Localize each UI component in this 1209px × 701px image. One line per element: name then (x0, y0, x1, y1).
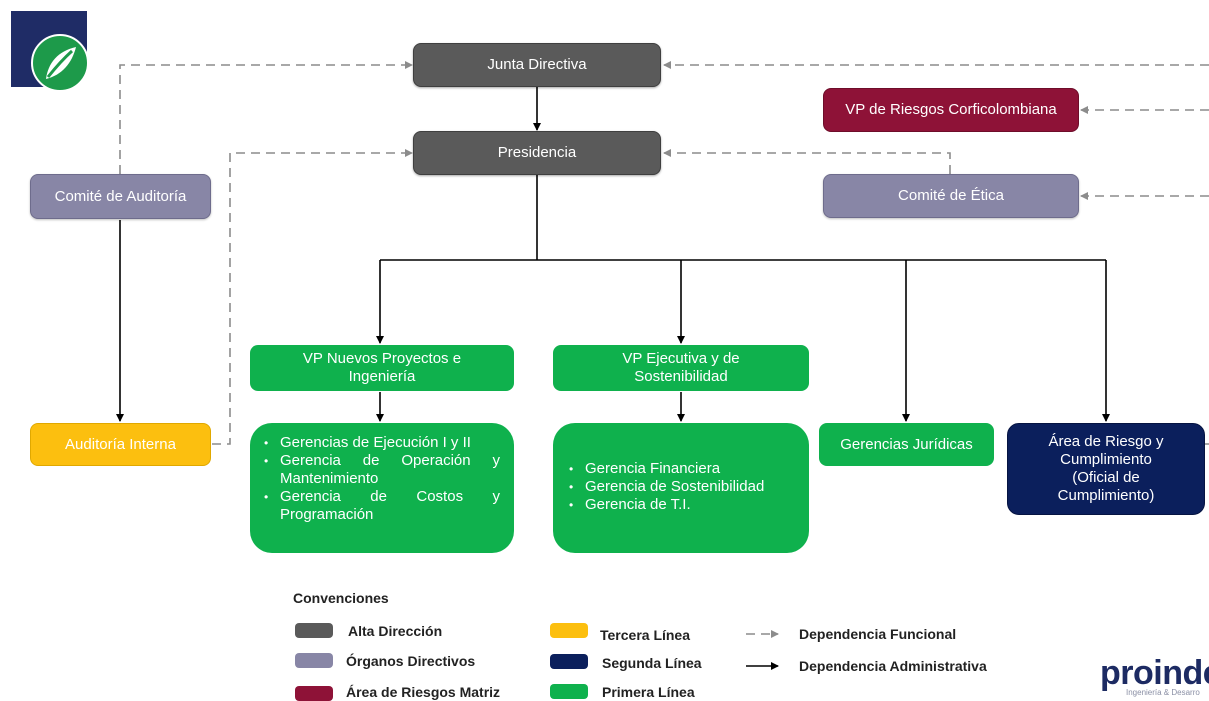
list-item: Gerencia Financiera (569, 460, 795, 478)
junta-directiva-box[interactable]: Junta Directiva (413, 43, 661, 87)
brand-tagline: Ingeniería & Desarro (1126, 688, 1200, 697)
presidencia-box[interactable]: Presidencia (413, 131, 661, 175)
vp-ejecutiva-line2: Sostenibilidad (634, 368, 728, 385)
swatch-segunda-linea (550, 654, 588, 669)
legend-tercera-linea: Tercera Línea (600, 627, 691, 643)
presidencia-label: Presidencia (497, 144, 577, 161)
list-item: Gerencias de Ejecución I y II (264, 434, 500, 452)
area-riesgo-line3: (Oficial de (1072, 469, 1140, 486)
list-item: Gerencia de Sostenibilidad (569, 478, 795, 496)
comite-etica-label: Comité de Ética (898, 187, 1004, 204)
gerencias-juridicas-box[interactable]: Gerencias Jurídicas (819, 423, 994, 466)
legend-organos-directivos: Órganos Directivos (346, 653, 476, 669)
gerencias-juridicas-label: Gerencias Jurídicas (840, 435, 973, 453)
swatch-tercera-linea (550, 623, 588, 638)
swatch-organos-directivos (295, 653, 333, 668)
list-item: Gerencia de Operación y Mantenimiento (264, 452, 500, 488)
area-riesgo-cumplimiento-box[interactable]: Área de Riesgo y Cumplimiento (Oficial d… (1007, 423, 1205, 515)
comite-auditoria-box[interactable]: Comité de Auditoría (30, 174, 211, 219)
swatch-primera-linea (550, 684, 588, 699)
comite-etica-box[interactable]: Comité de Ética (823, 174, 1079, 218)
swatch-alta-direccion (295, 623, 333, 638)
list-item: Gerencia de Costos y Programación (264, 488, 500, 524)
swatch-riesgos-matriz (295, 686, 333, 701)
auditoria-interna-label: Auditoría Interna (65, 435, 176, 453)
ejecutiva-gerencias-list: Gerencia Financiera Gerencia de Sostenib… (553, 423, 809, 553)
legend-primera-linea: Primera Línea (602, 684, 695, 700)
vp-riesgos-label: VP de Riesgos Corficolombiana (845, 101, 1057, 118)
area-riesgo-line4: Cumplimiento) (1057, 487, 1155, 504)
area-riesgo-line1: Área de Riesgo y (1048, 433, 1164, 450)
leaf-road-icon (31, 34, 89, 92)
brand-wordmark: proinde (1100, 654, 1209, 692)
junta-directiva-label: Junta Directiva (487, 56, 587, 73)
vp-ejecutiva-box[interactable]: VP Ejecutiva y de Sostenibilidad (553, 345, 809, 391)
vp-ejecutiva-line1: VP Ejecutiva y de (622, 350, 740, 367)
area-riesgo-line2: Cumplimiento (1060, 451, 1152, 468)
legend-alta-direccion: Alta Dirección (348, 623, 443, 639)
nuevos-proyectos-gerencias-list: Gerencias de Ejecución I y II Gerencia d… (250, 423, 514, 553)
vp-nuevos-proyectos-line1: VP Nuevos Proyectos e (302, 350, 462, 367)
list-item: Gerencia de T.I. (569, 496, 795, 514)
legend-dependencia-funcional: Dependencia Funcional (799, 626, 957, 642)
legend-segunda-linea: Segunda Línea (602, 655, 702, 671)
vp-nuevos-proyectos-box[interactable]: VP Nuevos Proyectos e Ingeniería (250, 345, 514, 391)
vp-riesgos-box[interactable]: VP de Riesgos Corficolombiana (823, 88, 1079, 132)
comite-auditoria-label: Comité de Auditoría (54, 187, 187, 205)
legend-title: Convenciones (293, 590, 389, 606)
legend-riesgos-matriz: Área de Riesgos Matriz (346, 684, 501, 700)
vp-nuevos-proyectos-line2: Ingeniería (348, 368, 416, 385)
auditoria-interna-box[interactable]: Auditoría Interna (30, 423, 211, 466)
legend-dependencia-administrativa: Dependencia Administrativa (799, 658, 987, 674)
